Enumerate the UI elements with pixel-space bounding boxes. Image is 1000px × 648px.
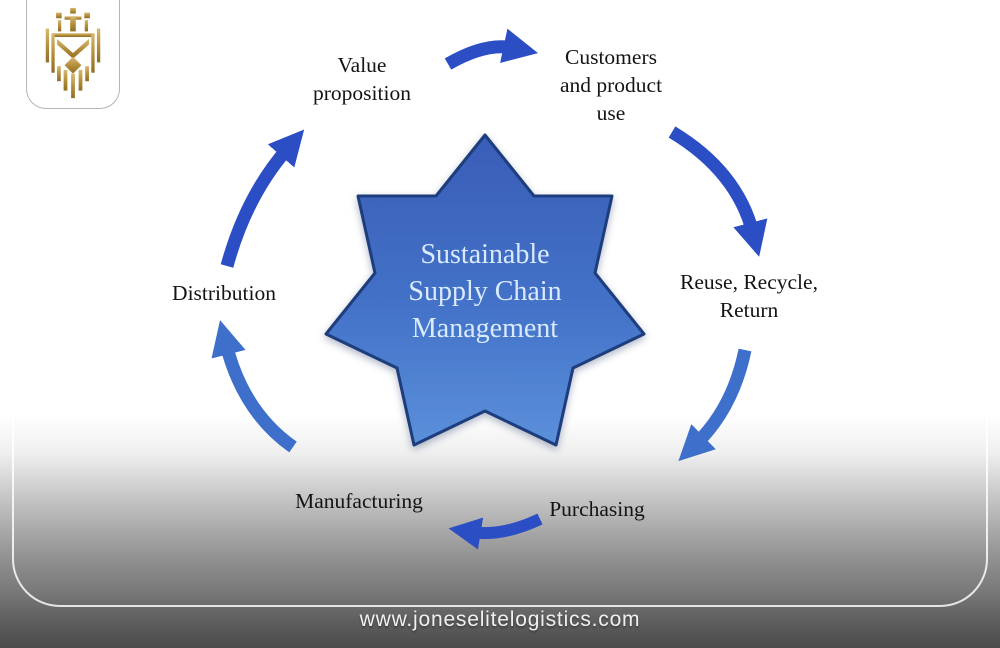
diagram-title-line: Supply Chain bbox=[408, 276, 562, 307]
step-label-purchasing: Purchasing bbox=[549, 497, 645, 521]
step-label-manufacturing: Manufacturing bbox=[295, 489, 423, 513]
step-label-distribution: Distribution bbox=[172, 281, 276, 305]
arrow-distribution-to-valueprop bbox=[220, 129, 305, 268]
step-label-value-proposition: Value proposition bbox=[313, 53, 411, 105]
step-label-customers-product-use: Customers and product use bbox=[559, 45, 663, 125]
logo-tab bbox=[26, 0, 120, 109]
diagram-title-line: Management bbox=[411, 313, 559, 344]
step-label-reuse-recycle-return: Reuse, Recycle, Return bbox=[680, 270, 818, 322]
arrow-purchasing-to-manufacturing bbox=[448, 513, 543, 550]
arrow-customers-to-reuse bbox=[668, 126, 768, 257]
center-star bbox=[324, 133, 646, 447]
diagram-title: Sustainable Supply Chain Management bbox=[408, 236, 561, 347]
arrow-reuse-to-purchasing bbox=[678, 348, 752, 462]
diagram-title-line: Sustainable bbox=[420, 239, 550, 270]
website-text: www.joneselitelogistics.com bbox=[359, 608, 641, 631]
arrow-valueprop-to-customers bbox=[444, 28, 539, 70]
arrow-manufacturing-to-distribution bbox=[211, 320, 297, 453]
brand-logo-icon bbox=[45, 7, 101, 99]
